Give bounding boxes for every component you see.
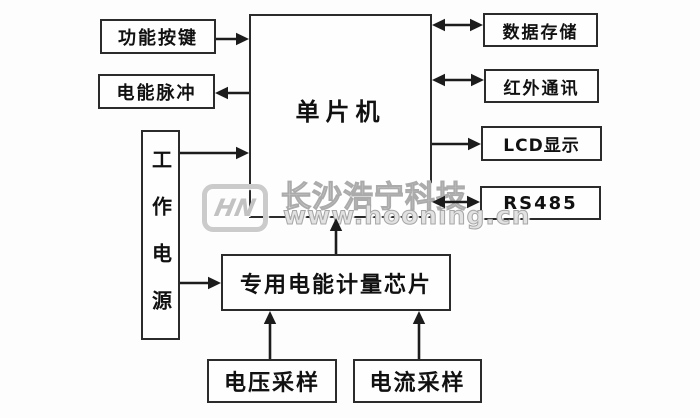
node-working-power: 工作电源 xyxy=(141,130,180,340)
node-current-sampling-label: 电流采样 xyxy=(369,371,466,396)
node-data-storage-label: 数据存储 xyxy=(502,22,579,43)
arrow-working-power-to-mcu xyxy=(180,146,249,160)
arrow-mcu-rs485-bidirectional xyxy=(432,195,480,209)
node-infrared-comm: 红外通讯 xyxy=(484,69,599,103)
node-mcu: 单片机 xyxy=(249,14,432,218)
node-lcd-display-label: LCD显示 xyxy=(503,136,580,156)
node-function-keys-label: 功能按键 xyxy=(118,27,198,49)
node-metering-chip: 专用电能计量芯片 xyxy=(221,254,451,311)
node-mcu-label: 单片机 xyxy=(295,97,386,126)
node-rs485: RS485 xyxy=(480,186,601,220)
arrow-mcu-to-lcd xyxy=(432,137,481,151)
node-metering-chip-label: 专用电能计量芯片 xyxy=(239,272,432,298)
arrow-function-keys-to-mcu xyxy=(216,32,249,46)
arrow-mcu-to-energy-pulse xyxy=(215,86,249,100)
node-voltage-sampling: 电压采样 xyxy=(207,359,337,403)
node-current-sampling: 电流采样 xyxy=(353,359,482,403)
arrow-voltage-sampling-to-chip xyxy=(263,311,277,359)
arrow-working-power-to-chip xyxy=(180,276,221,290)
node-energy-pulse: 电能脉冲 xyxy=(98,74,215,109)
node-energy-pulse-label: 电能脉冲 xyxy=(116,82,197,104)
node-voltage-sampling-label: 电压采样 xyxy=(223,371,320,396)
arrow-mcu-infrared-bidirectional xyxy=(432,73,484,87)
node-lcd-display: LCD显示 xyxy=(481,126,602,161)
arrow-mcu-data-storage-bidirectional xyxy=(432,18,483,32)
node-working-power-label: 工作电源 xyxy=(148,149,173,337)
arrow-chip-to-mcu xyxy=(329,218,343,254)
node-function-keys: 功能按键 xyxy=(100,19,216,54)
arrow-current-sampling-to-chip xyxy=(412,311,426,359)
node-data-storage: 数据存储 xyxy=(483,13,598,47)
node-rs485-label: RS485 xyxy=(503,192,578,214)
node-infrared-comm-label: 红外通讯 xyxy=(503,78,580,99)
